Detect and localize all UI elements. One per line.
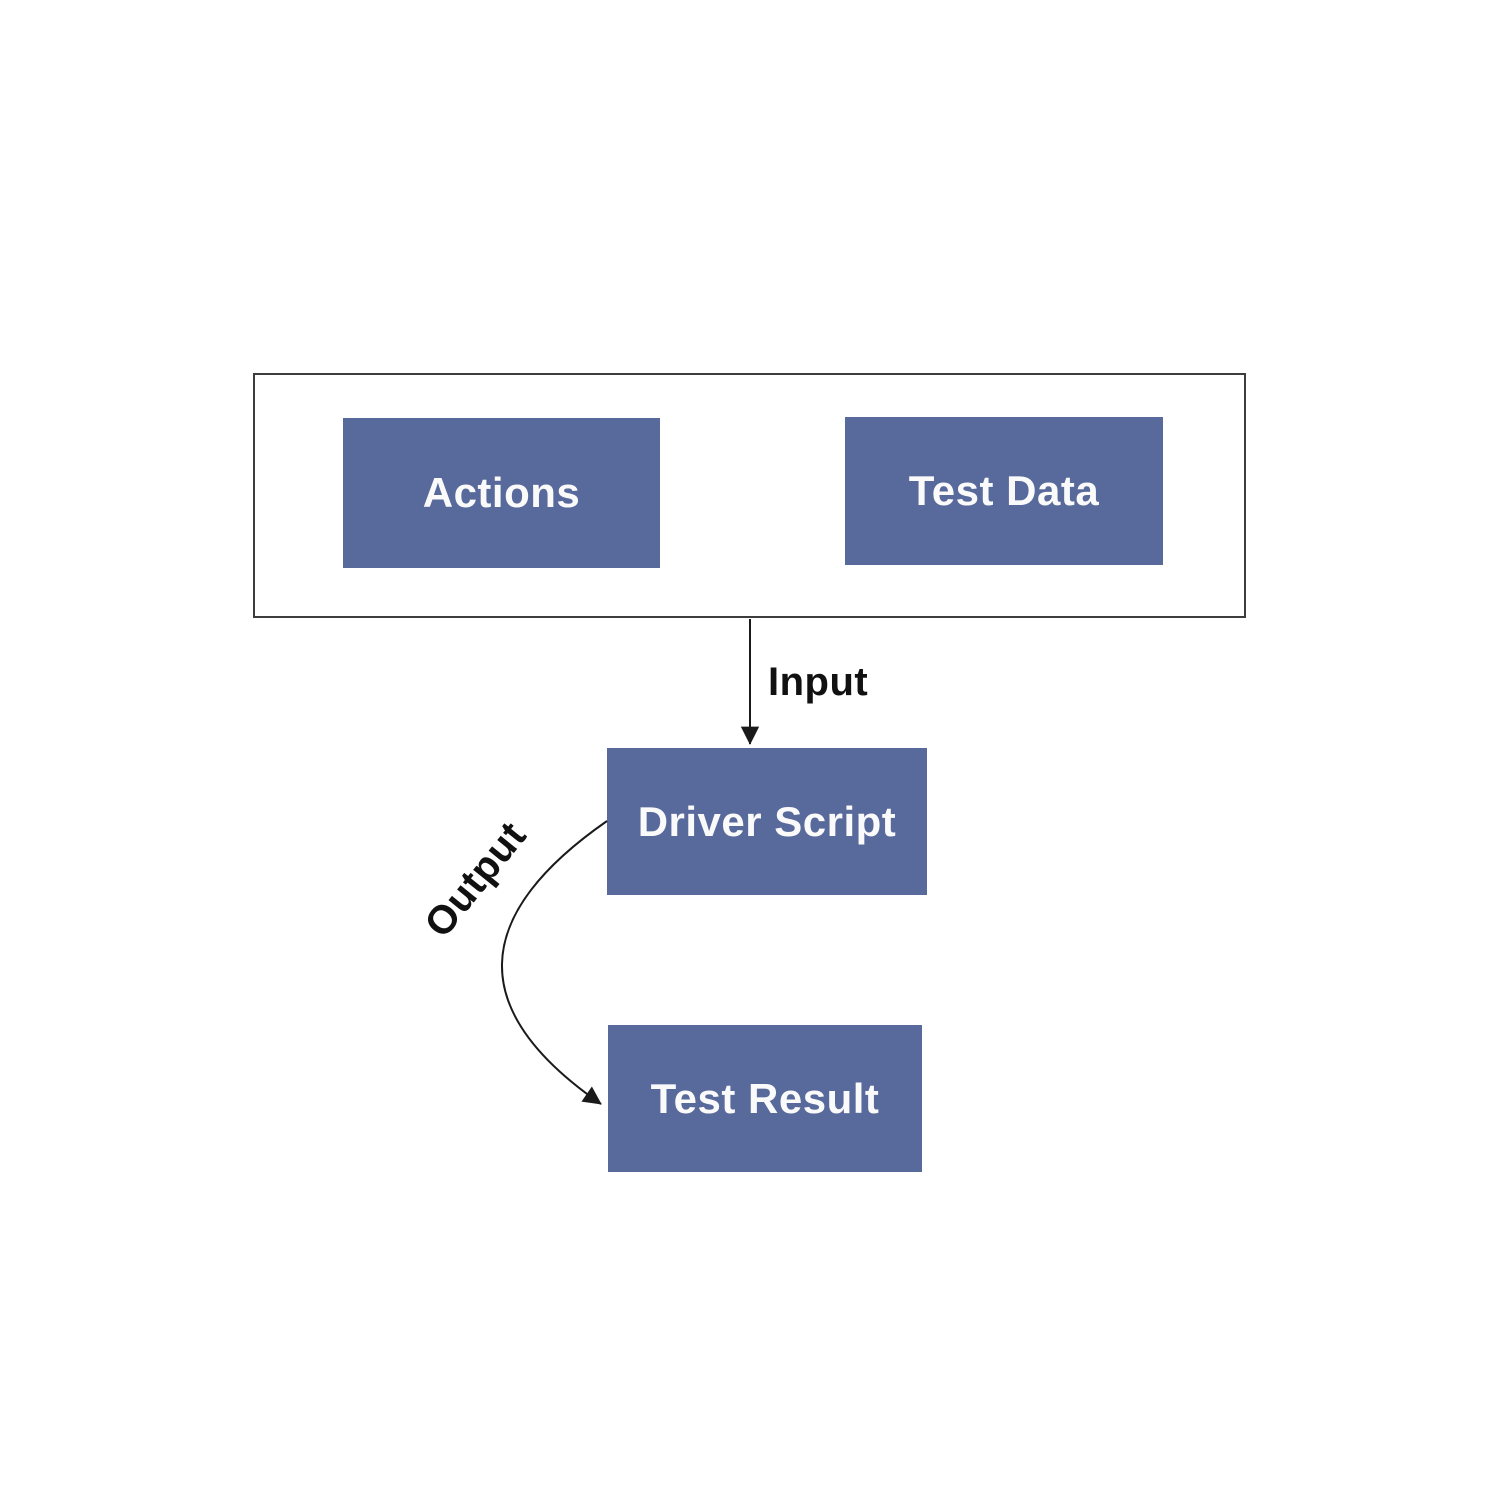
- node-actions-label: Actions: [422, 469, 581, 516]
- node-test-result-label: Test Result: [650, 1074, 880, 1122]
- node-driver-script-label: Driver Script: [637, 797, 897, 845]
- node-test-data: Test Data: [845, 417, 1163, 565]
- node-test-result: Test Result: [608, 1025, 922, 1172]
- node-actions: Actions: [343, 418, 660, 568]
- output-edge-label: Output: [416, 813, 535, 946]
- node-driver-script: Driver Script: [607, 748, 927, 895]
- node-test-data-label: Test Data: [908, 467, 1100, 514]
- input-edge-label: Input: [768, 660, 869, 704]
